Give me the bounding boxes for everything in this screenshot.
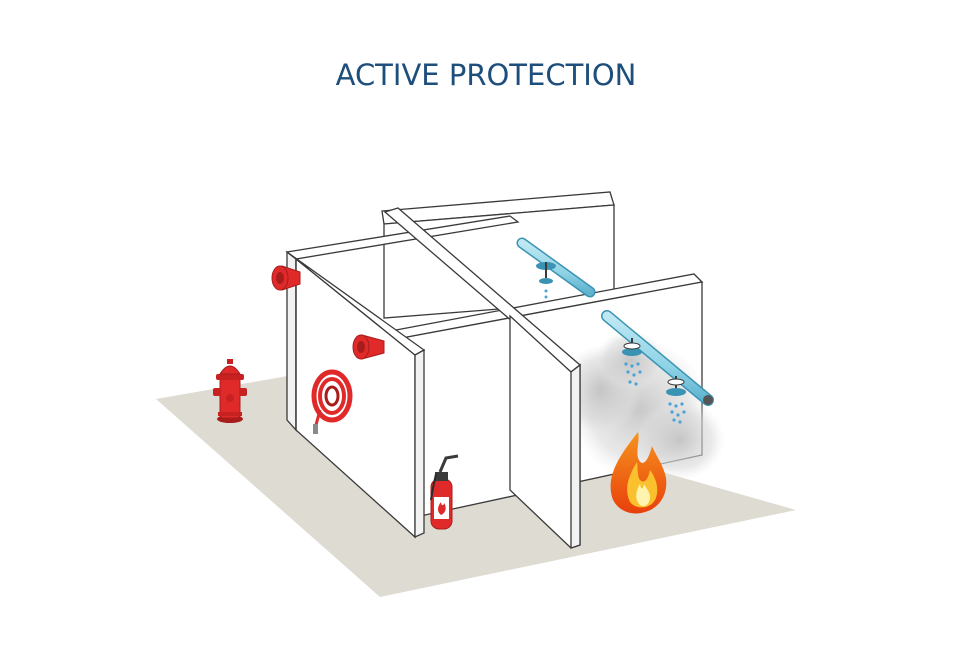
- fire-hydrant-icon: [213, 359, 247, 423]
- flame-icon: [610, 432, 667, 514]
- fire-alarm-horn-icon: [271, 265, 301, 291]
- left-front-wall: [286, 250, 426, 539]
- fire-extinguisher-icon: [430, 454, 459, 530]
- sprinkler-pipe-icon: [601, 310, 714, 424]
- hose-reel-icon: [311, 369, 353, 434]
- fire-alarm-horn-icon: [352, 334, 385, 360]
- center-partition: [383, 207, 582, 549]
- page-title: ACTIVE PROTECTION: [335, 58, 637, 92]
- sprinkler-pipe-icon: [516, 237, 596, 299]
